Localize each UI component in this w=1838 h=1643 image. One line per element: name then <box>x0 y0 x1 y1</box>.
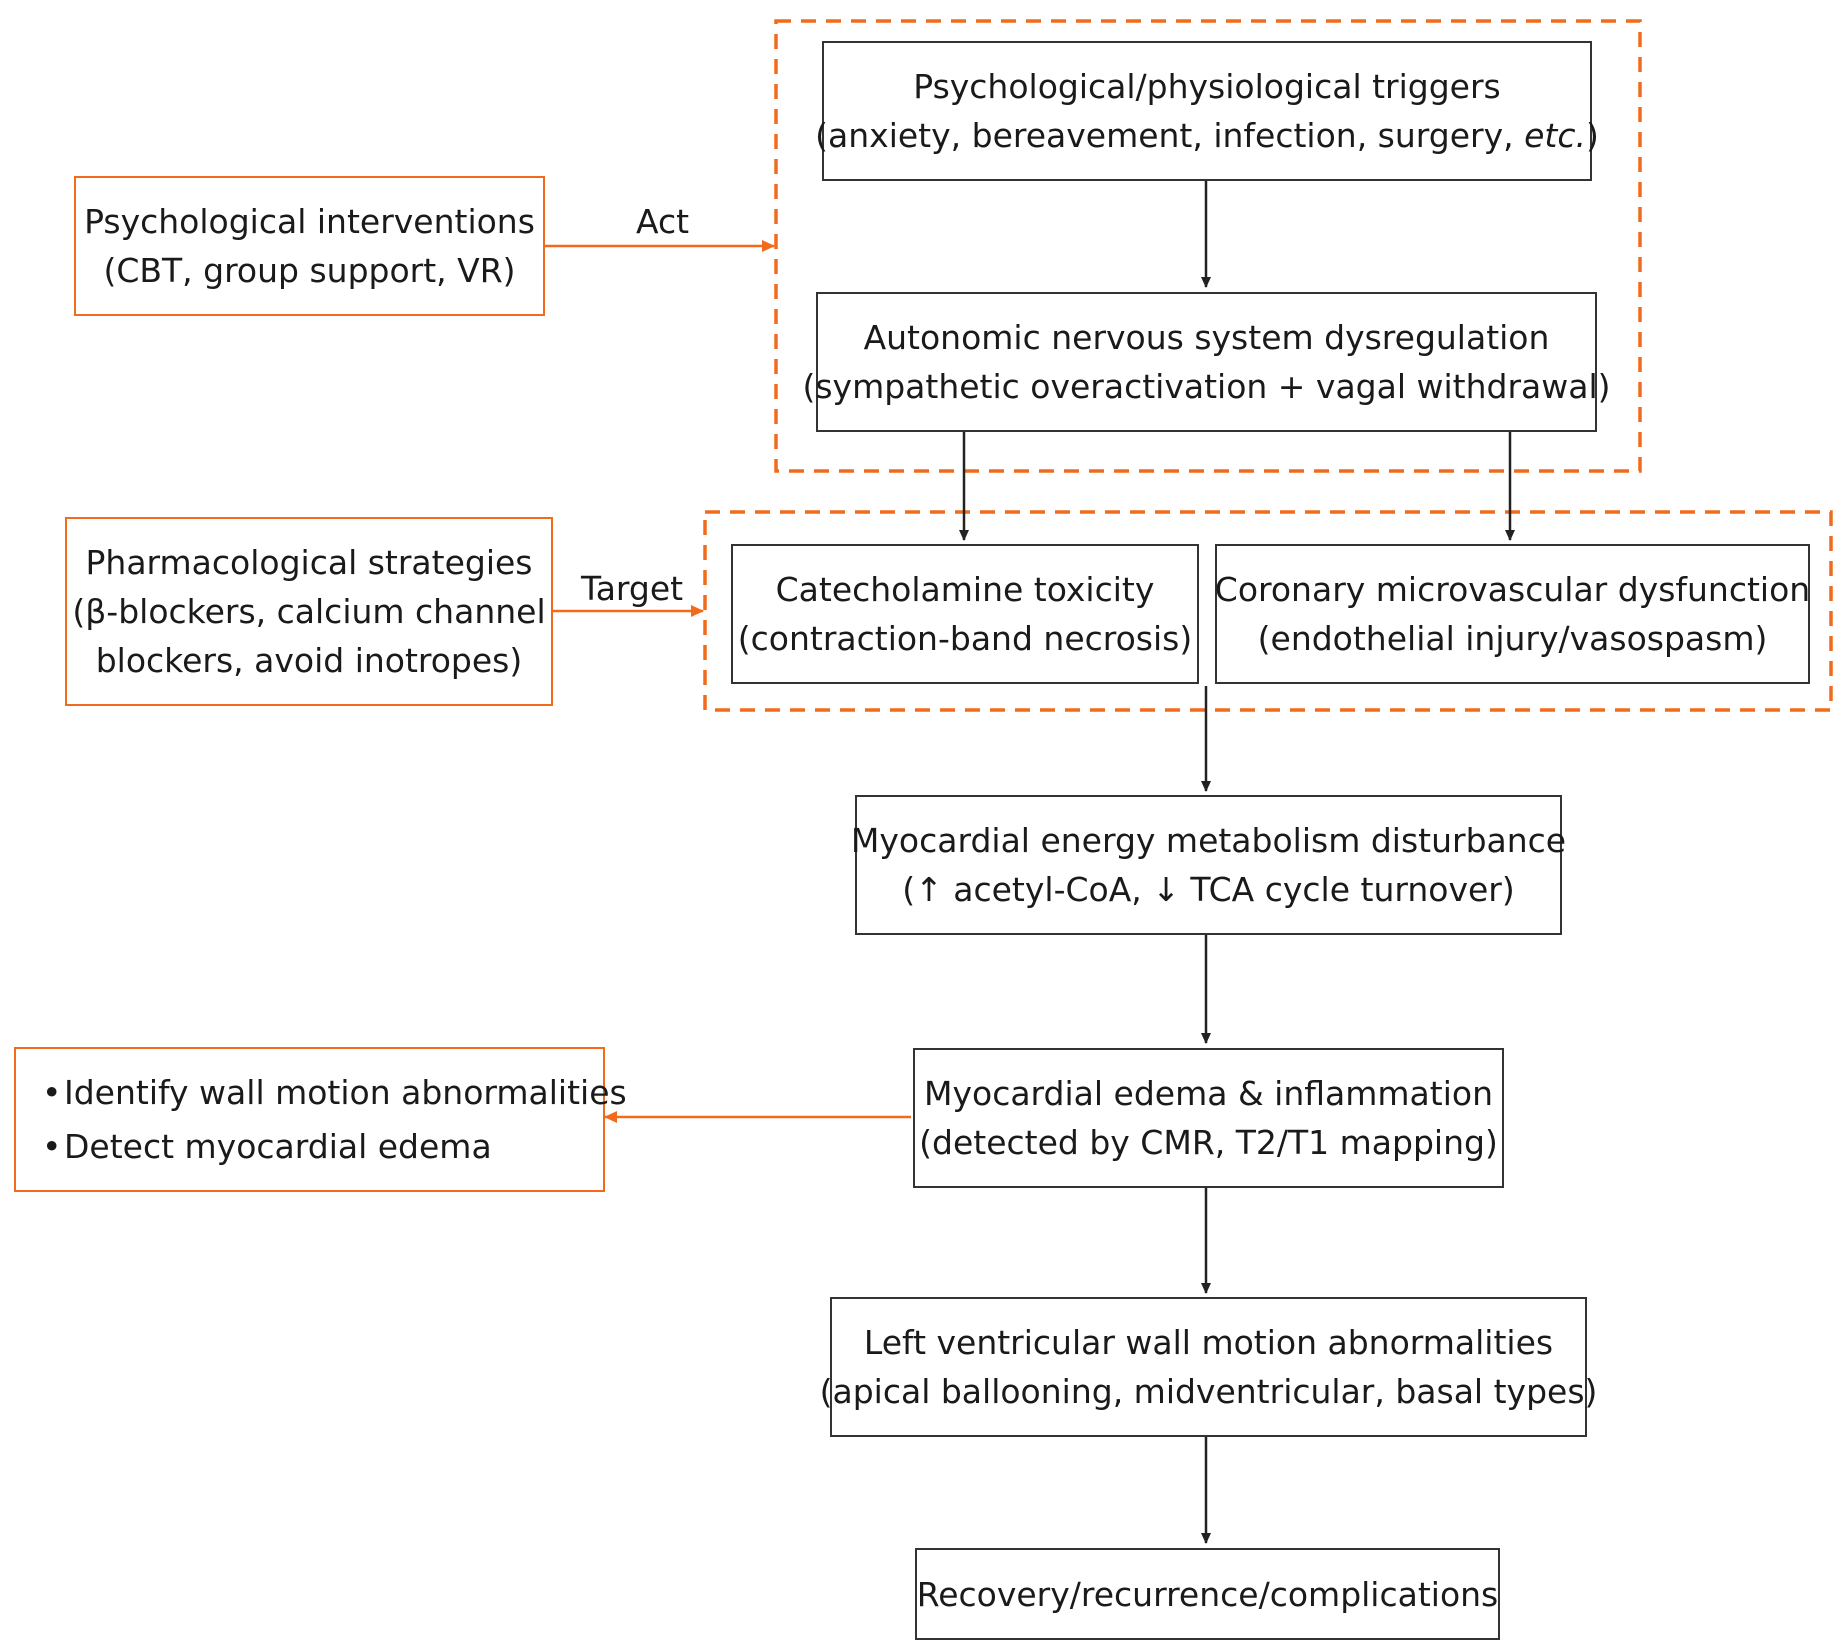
intervention-pharmacological-detail-2: blockers, avoid inotropes) <box>95 641 523 680</box>
node-triggers-title: Psychological/physiological triggers <box>913 67 1501 106</box>
node-edema: Myocardial edema & inflammation (detecte… <box>913 1048 1504 1188</box>
imaging-bullet-edema: Detect myocardial edema <box>42 1120 492 1174</box>
node-metabolism-title: Myocardial energy metabolism disturbance <box>850 821 1567 860</box>
edge-label-target: Target <box>581 569 684 608</box>
node-ans: Autonomic nervous system dysregulation (… <box>802 292 1611 432</box>
node-lv-wall: Left ventricular wall motion abnormaliti… <box>820 1297 1597 1437</box>
intervention-pharmacological: Pharmacological strategies (β-blockers, … <box>65 517 553 706</box>
node-catecholamine: Catecholamine toxicity (contraction-band… <box>731 544 1199 684</box>
node-edema-title: Myocardial edema & inflammation <box>924 1074 1493 1113</box>
intervention-psychological-detail: (CBT, group support, VR) <box>103 251 516 290</box>
node-microvascular-detail: (endothelial injury/vasospasm) <box>1257 619 1768 658</box>
node-catecholamine-title: Catecholamine toxicity <box>775 570 1155 609</box>
imaging-bullet-wall-motion: Identify wall motion abnormalities <box>42 1066 627 1120</box>
group-injury-outline <box>703 510 1833 712</box>
node-ans-detail: (sympathetic overactivation + vagal with… <box>802 367 1611 406</box>
node-outcome: Recovery/recurrence/complications <box>915 1548 1500 1640</box>
node-triggers-detail-etc: etc. <box>1524 116 1586 155</box>
node-triggers-detail-close: ) <box>1585 116 1599 155</box>
edge-label-act: Act <box>636 202 690 241</box>
node-metabolism-detail: (↑ acetyl-CoA, ↓ TCA cycle turnover) <box>902 870 1515 909</box>
node-microvascular: Coronary microvascular dysfunction (endo… <box>1215 544 1810 684</box>
node-edema-detail: (detected by CMR, T2/T1 mapping) <box>919 1123 1498 1162</box>
node-triggers-detail: (anxiety, bereavement, infection, surger… <box>815 111 1599 160</box>
node-triggers: Psychological/physiological triggers (an… <box>815 41 1599 181</box>
intervention-psychological-title: Psychological interventions <box>84 202 535 241</box>
node-catecholamine-detail: (contraction-band necrosis) <box>737 619 1193 658</box>
node-ans-title: Autonomic nervous system dysregulation <box>863 318 1550 357</box>
intervention-imaging: Identify wall motion abnormalities Detec… <box>14 1047 627 1192</box>
node-metabolism: Myocardial energy metabolism disturbance… <box>851 795 1566 935</box>
intervention-pharmacological-title: Pharmacological strategies <box>85 543 533 582</box>
node-triggers-detail-text: (anxiety, bereavement, infection, surger… <box>815 116 1525 155</box>
node-lv-wall-title: Left ventricular wall motion abnormaliti… <box>863 1323 1554 1362</box>
node-lv-wall-detail: (apical ballooning, midventricular, basa… <box>819 1372 1598 1411</box>
intervention-psychological: Psychological interventions (CBT, group … <box>74 176 545 316</box>
node-outcome-title: Recovery/recurrence/complications <box>916 1574 1499 1614</box>
node-microvascular-title: Coronary microvascular dysfunction <box>1214 570 1811 609</box>
group-upstream-outline <box>774 19 1642 473</box>
intervention-pharmacological-detail-1: (β-blockers, calcium channel <box>72 592 546 631</box>
